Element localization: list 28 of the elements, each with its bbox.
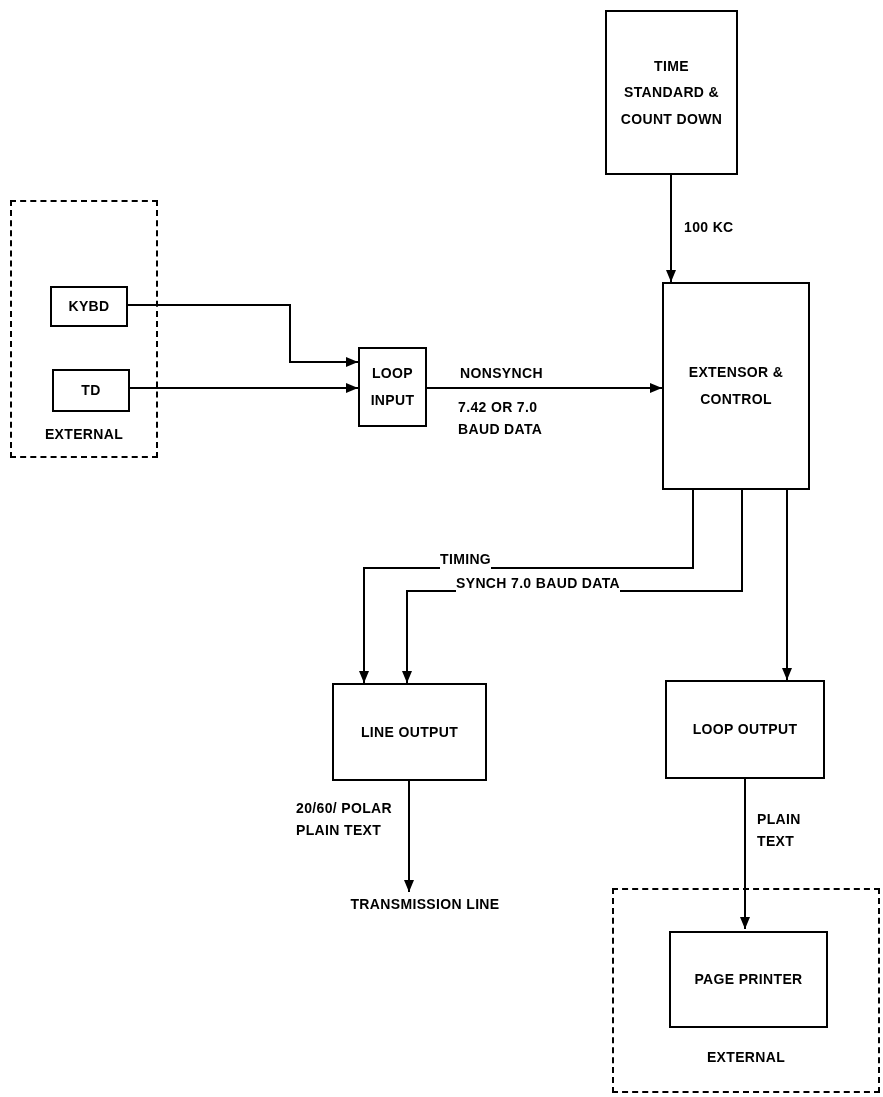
box-label: PAGE PRINTER [694,970,803,990]
box-label: LOOP OUTPUT [692,720,798,740]
box-label: EXTENSOR & CONTROL [687,363,785,409]
box-label: LINE OUTPUT [360,722,459,742]
process-box [665,680,825,779]
data-rate-label: 7.42 OR 7.0 BAUD DATA [458,398,544,440]
process-box [605,10,738,175]
box-label: TIME STANDARD & COUNT DOWN [619,56,724,129]
box-label: TD [81,381,101,401]
arrow [782,489,792,681]
arrow [359,489,694,684]
process-box [332,683,487,781]
process-box [50,286,128,327]
box-label: EXTERNAL [706,1048,786,1068]
process-box [358,347,427,427]
box-label: EXTERNAL [44,425,124,445]
endpoint-label: TRANSMISSION LINE [350,894,500,914]
arrow [666,174,676,283]
dashed-group-box [612,888,880,1093]
process-box [669,931,828,1028]
dashed-group-box [10,200,158,458]
box-label: LOOP INPUT [369,364,416,410]
process-box [52,369,130,412]
box-label: KYBD [68,297,110,317]
arrow [740,778,750,930]
process-box [662,282,810,490]
arrow [404,780,414,893]
arrow [426,383,663,393]
